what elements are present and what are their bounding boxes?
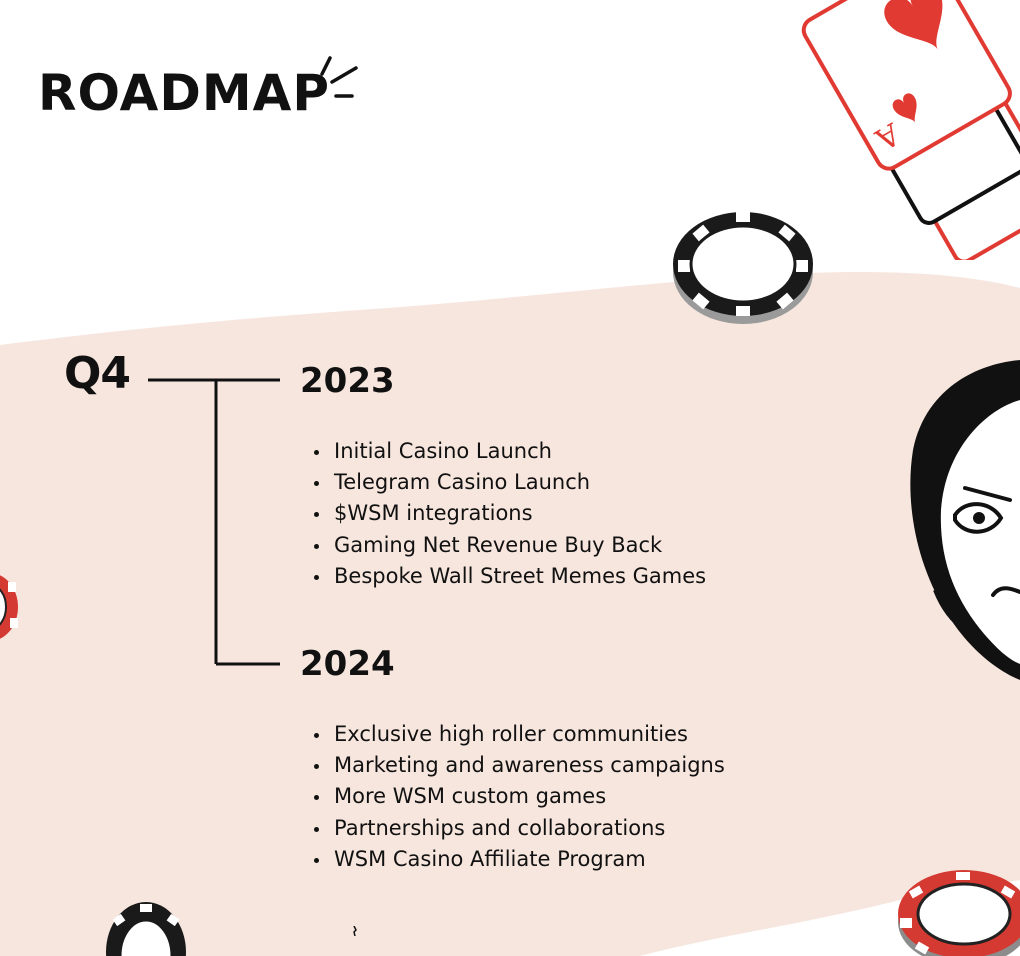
poker-chip-red-icon: [898, 870, 1020, 956]
list-item: Marketing and awareness campaigns: [312, 750, 725, 781]
list-item: Bespoke Wall Street Memes Games: [312, 561, 706, 592]
quarter-label: Q4: [64, 348, 131, 399]
milestone-year-2023: 2023: [300, 361, 395, 401]
poker-chip-red-icon: [0, 575, 18, 639]
list-item: Telegram Casino Launch: [312, 467, 706, 498]
list-item: Initial Casino Launch: [312, 436, 706, 467]
poker-chip-black-icon: [673, 212, 813, 324]
timeline-connector: [148, 378, 280, 666]
stray-mark: [353, 926, 357, 936]
milestone-list-2024: Exclusive high roller communities Market…: [312, 719, 725, 875]
list-item: More WSM custom games: [312, 781, 725, 812]
meme-face-illustration: [910, 360, 1020, 680]
list-item: $WSM integrations: [312, 498, 706, 529]
sparkle-lines-icon: [320, 56, 358, 98]
list-item: Gaming Net Revenue Buy Back: [312, 530, 706, 561]
poker-chip-black-icon: [106, 902, 186, 956]
milestone-list-2023: Initial Casino Launch Telegram Casino La…: [312, 436, 706, 592]
list-item: Partnerships and collaborations: [312, 813, 725, 844]
list-item: Exclusive high roller communities: [312, 719, 725, 750]
milestone-year-2024: 2024: [300, 644, 395, 684]
list-item: WSM Casino Affiliate Program: [312, 844, 725, 875]
page-title: ROADMAP: [38, 64, 330, 122]
playing-cards-icon: Q K A: [801, 0, 1020, 260]
